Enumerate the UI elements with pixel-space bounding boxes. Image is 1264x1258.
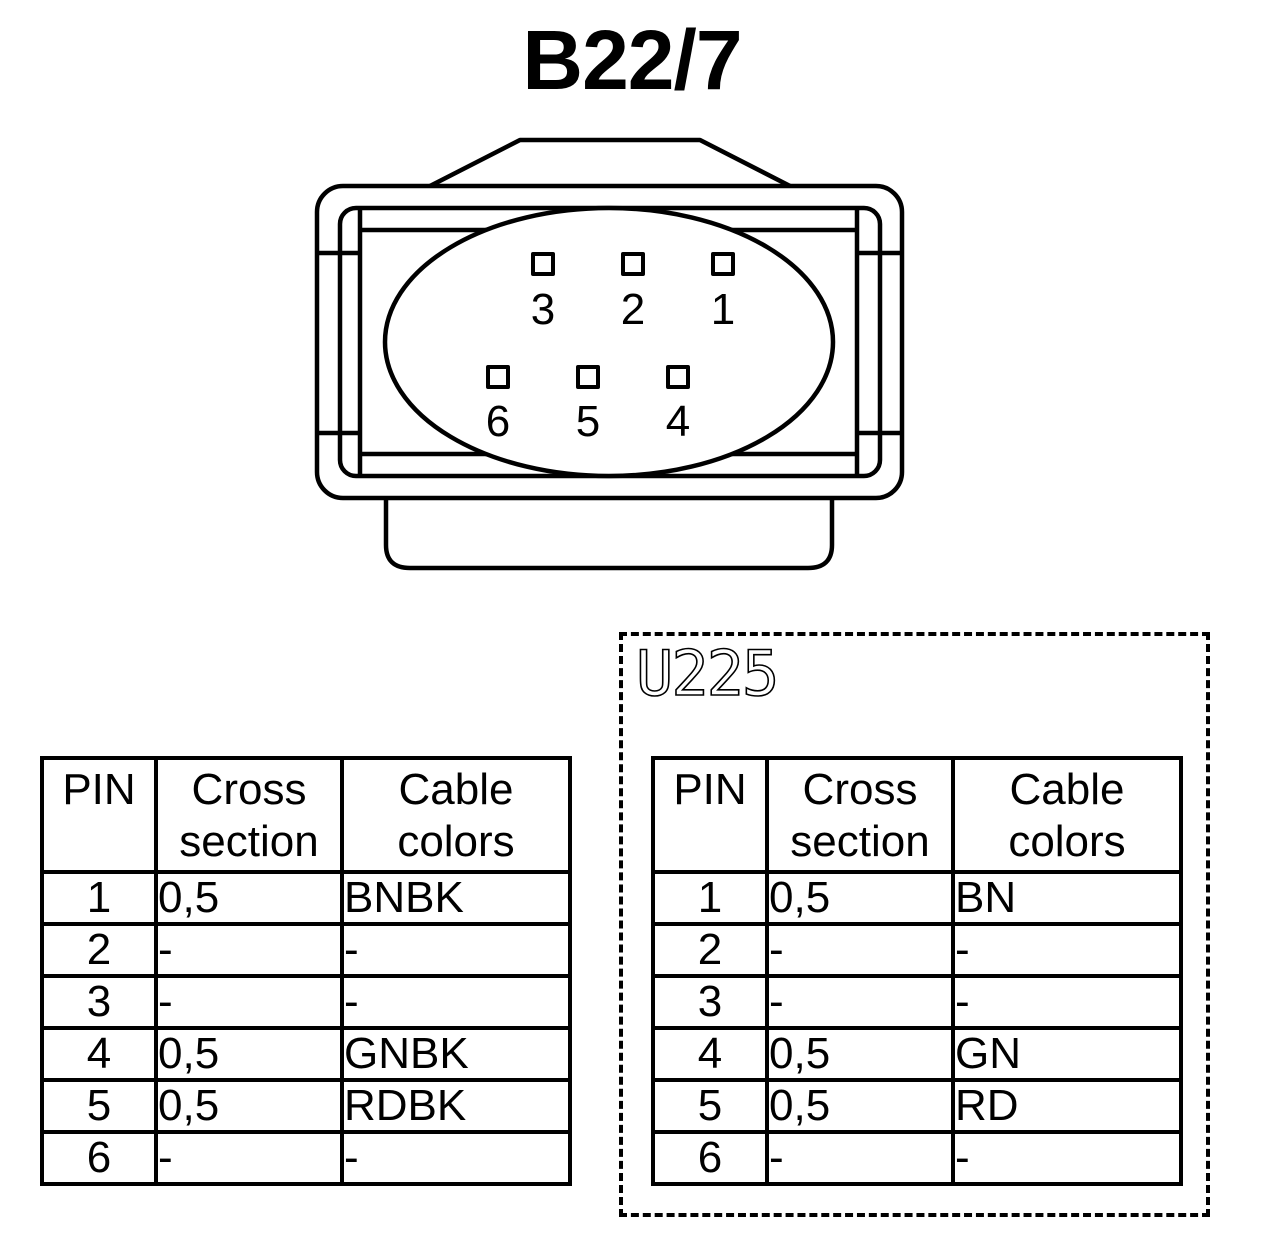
cell-cable-color: - (951, 922, 1183, 978)
cell-cross-section: 0,5 (765, 870, 955, 926)
pin-2-contact (621, 252, 645, 276)
pin-label-5: 5 (576, 397, 600, 446)
cell-cross-section: - (765, 1130, 955, 1186)
cell-cable-color: GN (951, 1026, 1183, 1082)
header-pin: PIN (40, 756, 158, 874)
cell-pin: 2 (651, 922, 769, 978)
cell-cross-section: - (765, 974, 955, 1030)
header-cross-section: Cross section (765, 756, 955, 874)
table-row: 3-- (651, 974, 1183, 1030)
table-header-row: PIN Cross section Cable colors (40, 756, 572, 874)
table-row: 3-- (40, 974, 572, 1030)
header-pin: PIN (651, 756, 769, 874)
header-cable-colors: Cable colors (340, 756, 572, 874)
cell-cross-section: - (154, 922, 344, 978)
cell-pin: 2 (40, 922, 158, 978)
cell-cross-section: 0,5 (765, 1026, 955, 1082)
pin-3-contact (531, 252, 555, 276)
connector-title: B22/7 (522, 13, 742, 107)
pin-label-4: 4 (666, 397, 690, 446)
cell-cross-section: 0,5 (154, 1026, 344, 1082)
connector-latch (428, 137, 792, 189)
cell-pin: 6 (651, 1130, 769, 1186)
cell-cable-color: RD (951, 1078, 1183, 1134)
cell-pin: 3 (651, 974, 769, 1030)
cell-pin: 3 (40, 974, 158, 1030)
table-row: 2-- (651, 922, 1183, 978)
variant-dashed-frame (619, 632, 1210, 1217)
connector-outer-housing (314, 183, 905, 501)
header-cross-section: Cross section (154, 756, 344, 874)
table-row: 6-- (40, 1130, 572, 1186)
pin-6-contact (486, 365, 510, 389)
cell-cable-color: - (951, 974, 1183, 1030)
cell-cross-section: - (154, 974, 344, 1030)
cell-cable-color: RDBK (340, 1078, 572, 1134)
pin-4-contact (666, 365, 690, 389)
cell-cross-section: 0,5 (154, 870, 344, 926)
connector-diagram: 3 2 1 6 5 4 (314, 137, 905, 571)
cell-pin: 5 (40, 1078, 158, 1134)
cell-cross-section: 0,5 (154, 1078, 344, 1134)
pin-label-1: 1 (711, 285, 735, 334)
connector-bottom-tab (383, 497, 835, 571)
variant-label: U225 (635, 637, 780, 711)
cell-pin: 4 (651, 1026, 769, 1082)
header-cable-colors: Cable colors (951, 756, 1183, 874)
table-header-row: PIN Cross section Cable colors (651, 756, 1183, 874)
table-row: 2-- (40, 922, 572, 978)
connector-pin-insert (382, 205, 836, 479)
pin-1-contact (711, 252, 735, 276)
cell-pin: 1 (40, 870, 158, 926)
cell-cross-section: - (154, 1130, 344, 1186)
cell-cross-section: - (765, 922, 955, 978)
cell-cross-section: 0,5 (765, 1078, 955, 1134)
cell-pin: 4 (40, 1026, 158, 1082)
pin-label-3: 3 (531, 285, 555, 334)
pin-label-6: 6 (486, 397, 510, 446)
table-row: 6-- (651, 1130, 1183, 1186)
cell-cable-color: - (340, 974, 572, 1030)
cell-pin: 1 (651, 870, 769, 926)
cell-pin: 6 (40, 1130, 158, 1186)
cell-cable-color: BNBK (340, 870, 572, 926)
cell-cable-color: - (951, 1130, 1183, 1186)
cell-cable-color: GNBK (340, 1026, 572, 1082)
cell-cable-color: - (340, 922, 572, 978)
cell-cable-color: BN (951, 870, 1183, 926)
cell-pin: 5 (651, 1078, 769, 1134)
connector-pin-squares (486, 252, 735, 389)
pin-5-contact (576, 365, 600, 389)
cell-cable-color: - (340, 1130, 572, 1186)
pin-label-2: 2 (621, 285, 645, 334)
